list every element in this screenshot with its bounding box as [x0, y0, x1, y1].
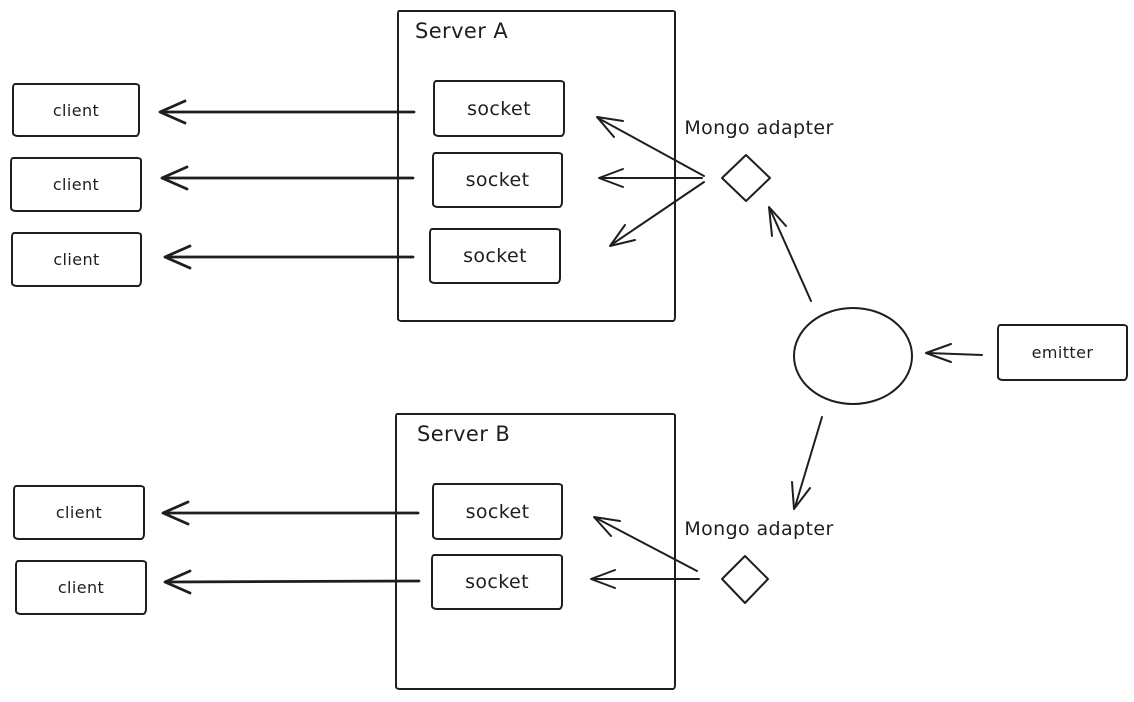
socket-box-a2: socket: [432, 152, 563, 208]
arrow-socket-a2-to-client-a2: [160, 165, 415, 191]
client-box-a1: client: [12, 83, 140, 137]
client-box-b1: client: [13, 485, 145, 540]
client-box-b2: client: [15, 560, 147, 615]
socket-label: socket: [467, 97, 531, 120]
socket-box-a3: socket: [429, 228, 561, 284]
socket-label: socket: [465, 169, 530, 191]
client-label: client: [52, 100, 100, 120]
client-label: client: [53, 250, 100, 269]
emitter-label: emitter: [1031, 343, 1094, 362]
socket-box-b2: socket: [431, 554, 563, 610]
client-label: client: [57, 578, 105, 597]
socket-label: socket: [463, 245, 527, 267]
server-a-label: Server A: [415, 19, 509, 43]
mongo-adapter-top-label: Mongo adapter: [684, 117, 834, 139]
mongo-adapter-top-diamond: [721, 154, 771, 202]
arrow-socket-b2-to-client-b2: [163, 569, 421, 595]
mongodb-label: MongoDB: [804, 345, 904, 369]
socket-box-a1: socket: [433, 80, 565, 137]
emitter-box: emitter: [997, 324, 1128, 381]
server-b-label: Server B: [417, 422, 511, 446]
arrow-mongodb-to-adapter-b: [791, 416, 823, 510]
arrow-emitter-to-mongodb: [925, 343, 983, 363]
client-label: client: [55, 503, 103, 522]
client-box-a3: client: [11, 232, 142, 287]
arrow-socket-b1-to-client-b1: [161, 500, 420, 526]
socket-label: socket: [465, 500, 530, 523]
arrow-socket-a1-to-client-a1: [158, 99, 416, 125]
client-box-a2: client: [10, 157, 142, 212]
client-label: client: [52, 175, 100, 194]
mongo-adapter-bottom-label: Mongo adapter: [684, 518, 834, 540]
mongo-adapter-bottom-diamond: [721, 555, 769, 604]
arrow-mongodb-to-adapter-a: [768, 206, 812, 302]
socket-label: socket: [465, 571, 529, 593]
socket-box-b1: socket: [432, 483, 563, 540]
server-b-box: [395, 413, 676, 690]
arrow-socket-a3-to-client-a3: [163, 244, 415, 270]
